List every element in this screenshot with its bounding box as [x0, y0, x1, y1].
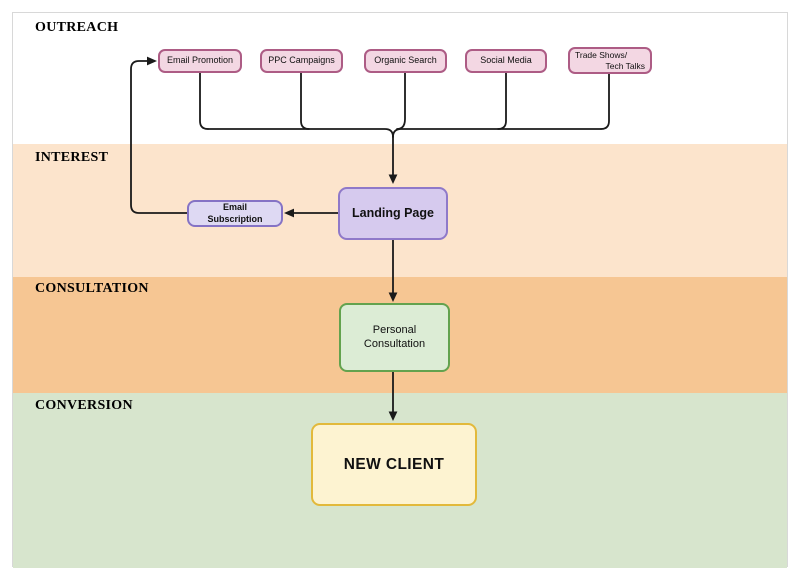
node-label: Social Media: [480, 55, 532, 66]
node-label-line1: Personal: [372, 323, 417, 336]
node-label-line2: Tech Talks: [605, 60, 645, 71]
band-label-conversion: CONVERSION: [35, 398, 133, 413]
node-label-line2: Subscription: [207, 213, 263, 224]
node-label-line1: Trade Shows/: [575, 49, 628, 60]
node-label: PPC Campaigns: [268, 55, 335, 66]
node-trade-shows[interactable]: Trade Shows/ Tech Talks: [568, 47, 652, 74]
band-label-consultation: CONSULTATION: [35, 281, 149, 296]
node-label-line1: Email: [222, 202, 247, 213]
node-landing-page[interactable]: Landing Page: [338, 187, 448, 240]
node-label: Email Promotion: [166, 55, 234, 66]
node-label: Organic Search: [374, 55, 437, 66]
node-email-promotion[interactable]: Email Promotion: [158, 49, 242, 73]
band-label-interest: INTEREST: [35, 150, 109, 165]
node-social-media[interactable]: Social Media: [465, 49, 547, 73]
band-label-outreach: OUTREACH: [35, 20, 119, 35]
node-organic-search[interactable]: Organic Search: [364, 49, 447, 73]
node-personal-consultation[interactable]: Personal Consultation: [339, 303, 450, 372]
node-new-client[interactable]: NEW CLIENT: [311, 423, 477, 506]
node-label: NEW CLIENT: [343, 455, 445, 473]
node-label-line2: Consultation: [363, 337, 426, 350]
node-label: Landing Page: [352, 205, 434, 220]
node-email-subscription[interactable]: Email Subscription: [187, 200, 283, 227]
node-ppc-campaigns[interactable]: PPC Campaigns: [260, 49, 343, 73]
